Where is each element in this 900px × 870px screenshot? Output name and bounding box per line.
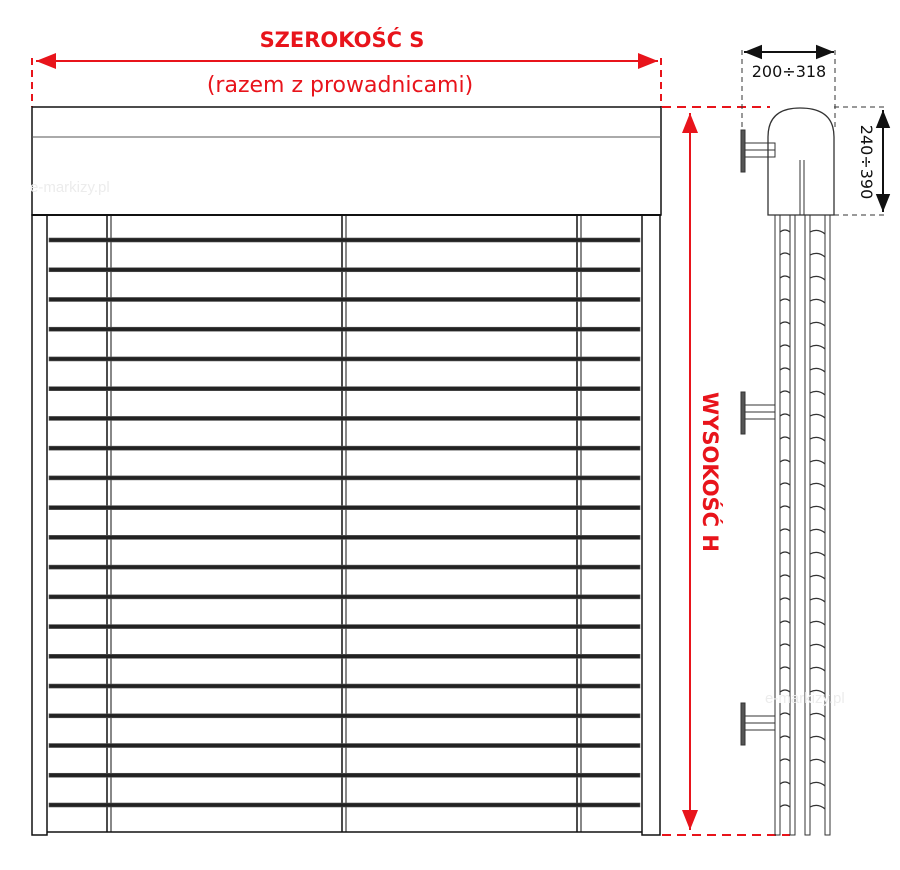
box-height-dimension: 240÷390 [857, 125, 876, 199]
slat-profile [779, 528, 791, 532]
slat-profile [779, 321, 791, 325]
slat-profile [809, 689, 826, 695]
slat [48, 445, 641, 451]
slat-profile [809, 528, 826, 534]
slat [48, 386, 641, 391]
slat-profile [779, 597, 791, 601]
slat-profile [809, 275, 826, 281]
slat-profile [809, 666, 826, 672]
slat-profile [809, 413, 826, 419]
wall-bracket [740, 702, 746, 746]
slat-profile [779, 459, 791, 463]
watermark: e-markizy.pl [765, 690, 845, 707]
slat [48, 416, 641, 421]
slat-profile [809, 482, 826, 488]
slat [48, 772, 641, 778]
slat [48, 654, 641, 659]
width-sublabel: (razem z prowadnicami) [207, 73, 473, 98]
slat-profile [809, 574, 826, 580]
slat-profile [779, 620, 791, 624]
slat [48, 505, 641, 510]
slat-profile [809, 344, 826, 350]
width-label: SZEROKOŚĆ S [260, 27, 425, 52]
slat [48, 624, 641, 629]
slat-profile [779, 482, 791, 486]
slat-profile [779, 781, 791, 785]
slat-profile [809, 620, 826, 626]
slat [48, 535, 641, 540]
slat-profile [779, 643, 791, 647]
slat [48, 802, 641, 808]
slat-profile [779, 275, 791, 279]
wall-bracket [740, 391, 746, 435]
slat [48, 564, 641, 570]
width-dimension: SZEROKOŚĆ S (razem z prowadnicami) [31, 27, 662, 107]
slat [48, 743, 641, 748]
slat-profile [779, 367, 791, 371]
box-profile [767, 107, 835, 216]
slat-profile [809, 643, 826, 649]
slat-profile [809, 758, 826, 764]
slat-profile [809, 229, 826, 235]
slat-profile [809, 712, 826, 718]
slat-profile [779, 804, 791, 808]
left-guide-rail [31, 214, 48, 836]
slat-profile [779, 229, 791, 233]
slat-profile [809, 804, 826, 810]
watermark: e-markizy.pl [30, 179, 110, 196]
slat-profile [779, 413, 791, 417]
slat [48, 713, 641, 719]
slat-profile [779, 758, 791, 762]
slat-profile [779, 298, 791, 302]
box-depth-dimension: 200÷318 [752, 62, 826, 81]
slat-profile [809, 781, 826, 787]
slat [48, 683, 641, 689]
slat-profile [809, 390, 826, 396]
slat-profile [779, 344, 791, 348]
slat [48, 594, 641, 600]
slat [48, 297, 641, 302]
slat-profile [809, 505, 826, 511]
slat-profile [779, 436, 791, 440]
slat-profile [779, 735, 791, 739]
wall-bracket [740, 129, 746, 173]
shutter-box [31, 106, 662, 216]
slat-profile [809, 252, 826, 258]
shutter-side-view [740, 44, 891, 836]
slat-profile [779, 666, 791, 670]
slat-profile [779, 574, 791, 578]
slat-profile [809, 321, 826, 327]
slat [48, 475, 641, 481]
slat [48, 326, 641, 332]
height-dimension: WYSOKOŚĆ H [662, 106, 790, 836]
slat-profile [809, 735, 826, 741]
height-label: WYSOKOŚĆ H [698, 392, 723, 552]
slat-profile [809, 436, 826, 442]
slat-profile [809, 597, 826, 603]
right-guide-rail [641, 214, 661, 836]
slat-profile [779, 505, 791, 509]
slat [48, 237, 641, 243]
shutter-front-view [31, 106, 662, 836]
slat-profile [779, 551, 791, 555]
slat-profile [809, 459, 826, 465]
slat [48, 356, 641, 362]
slat-profile [779, 390, 791, 394]
slat-profile [809, 298, 826, 304]
slat-profile [809, 367, 826, 373]
slat-profile [809, 551, 826, 557]
slat-profile [779, 712, 791, 716]
slat-profile [779, 689, 791, 693]
slat [48, 267, 641, 273]
slat-profile [779, 252, 791, 256]
